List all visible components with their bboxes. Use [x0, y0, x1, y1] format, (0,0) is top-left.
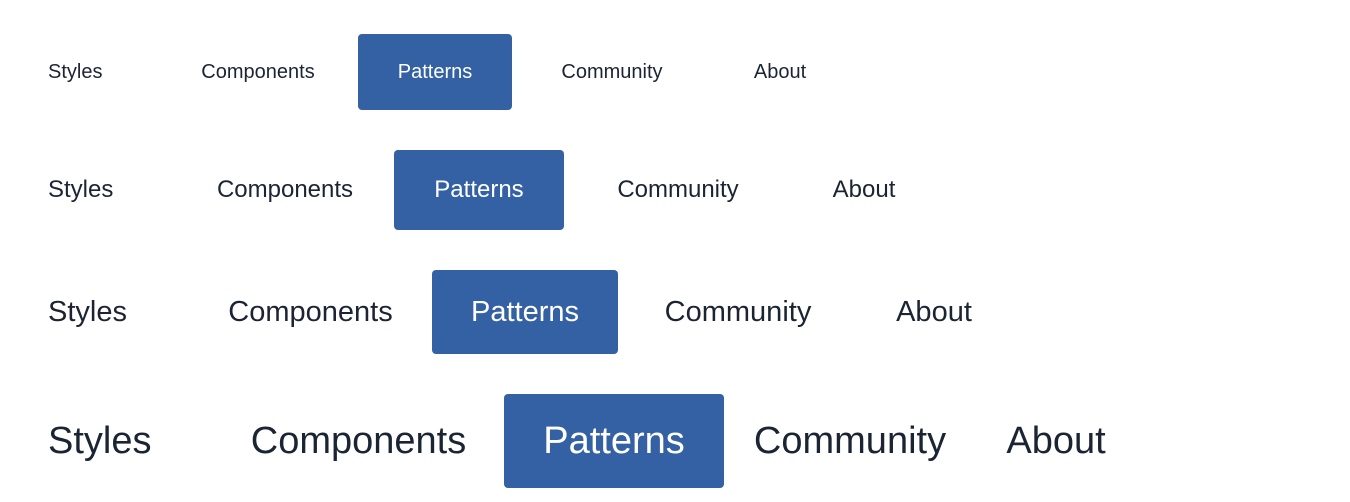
nav-item-community[interactable]: Community: [753, 419, 947, 462]
nav-item-community[interactable]: Community: [561, 60, 663, 83]
nav-item-patterns-active[interactable]: Patterns: [358, 34, 512, 110]
nav-item-styles[interactable]: Styles: [48, 295, 127, 328]
nav-item-community[interactable]: Community: [664, 295, 812, 328]
nav-item-styles[interactable]: Styles: [48, 60, 103, 83]
nav-item-styles[interactable]: Styles: [48, 419, 152, 462]
nav-item-components[interactable]: Components: [250, 419, 467, 462]
nav-item-patterns-active[interactable]: Patterns: [432, 270, 618, 354]
nav-item-components[interactable]: Components: [216, 176, 354, 203]
nav-item-styles[interactable]: Styles: [48, 176, 114, 203]
nav-item-community[interactable]: Community: [617, 176, 739, 203]
nav-item-components[interactable]: Components: [201, 60, 315, 83]
nav-item-about[interactable]: About: [896, 295, 972, 328]
nav-item-patterns-active[interactable]: Patterns: [394, 150, 564, 230]
nav-bar-small: Styles Components Patterns Community Abo…: [48, 34, 848, 110]
nav-bar-large: Styles Components Patterns Community Abo…: [48, 270, 1010, 354]
nav-item-about[interactable]: About: [1006, 419, 1106, 462]
nav-item-components[interactable]: Components: [228, 295, 393, 328]
nav-bar-extra-large: Styles Components Patterns Community Abo…: [48, 394, 1136, 488]
nav-item-about[interactable]: About: [753, 60, 807, 83]
nav-item-about[interactable]: About: [832, 176, 896, 203]
nav-bar-medium: Styles Components Patterns Community Abo…: [48, 150, 936, 230]
nav-item-patterns-active[interactable]: Patterns: [504, 394, 724, 488]
